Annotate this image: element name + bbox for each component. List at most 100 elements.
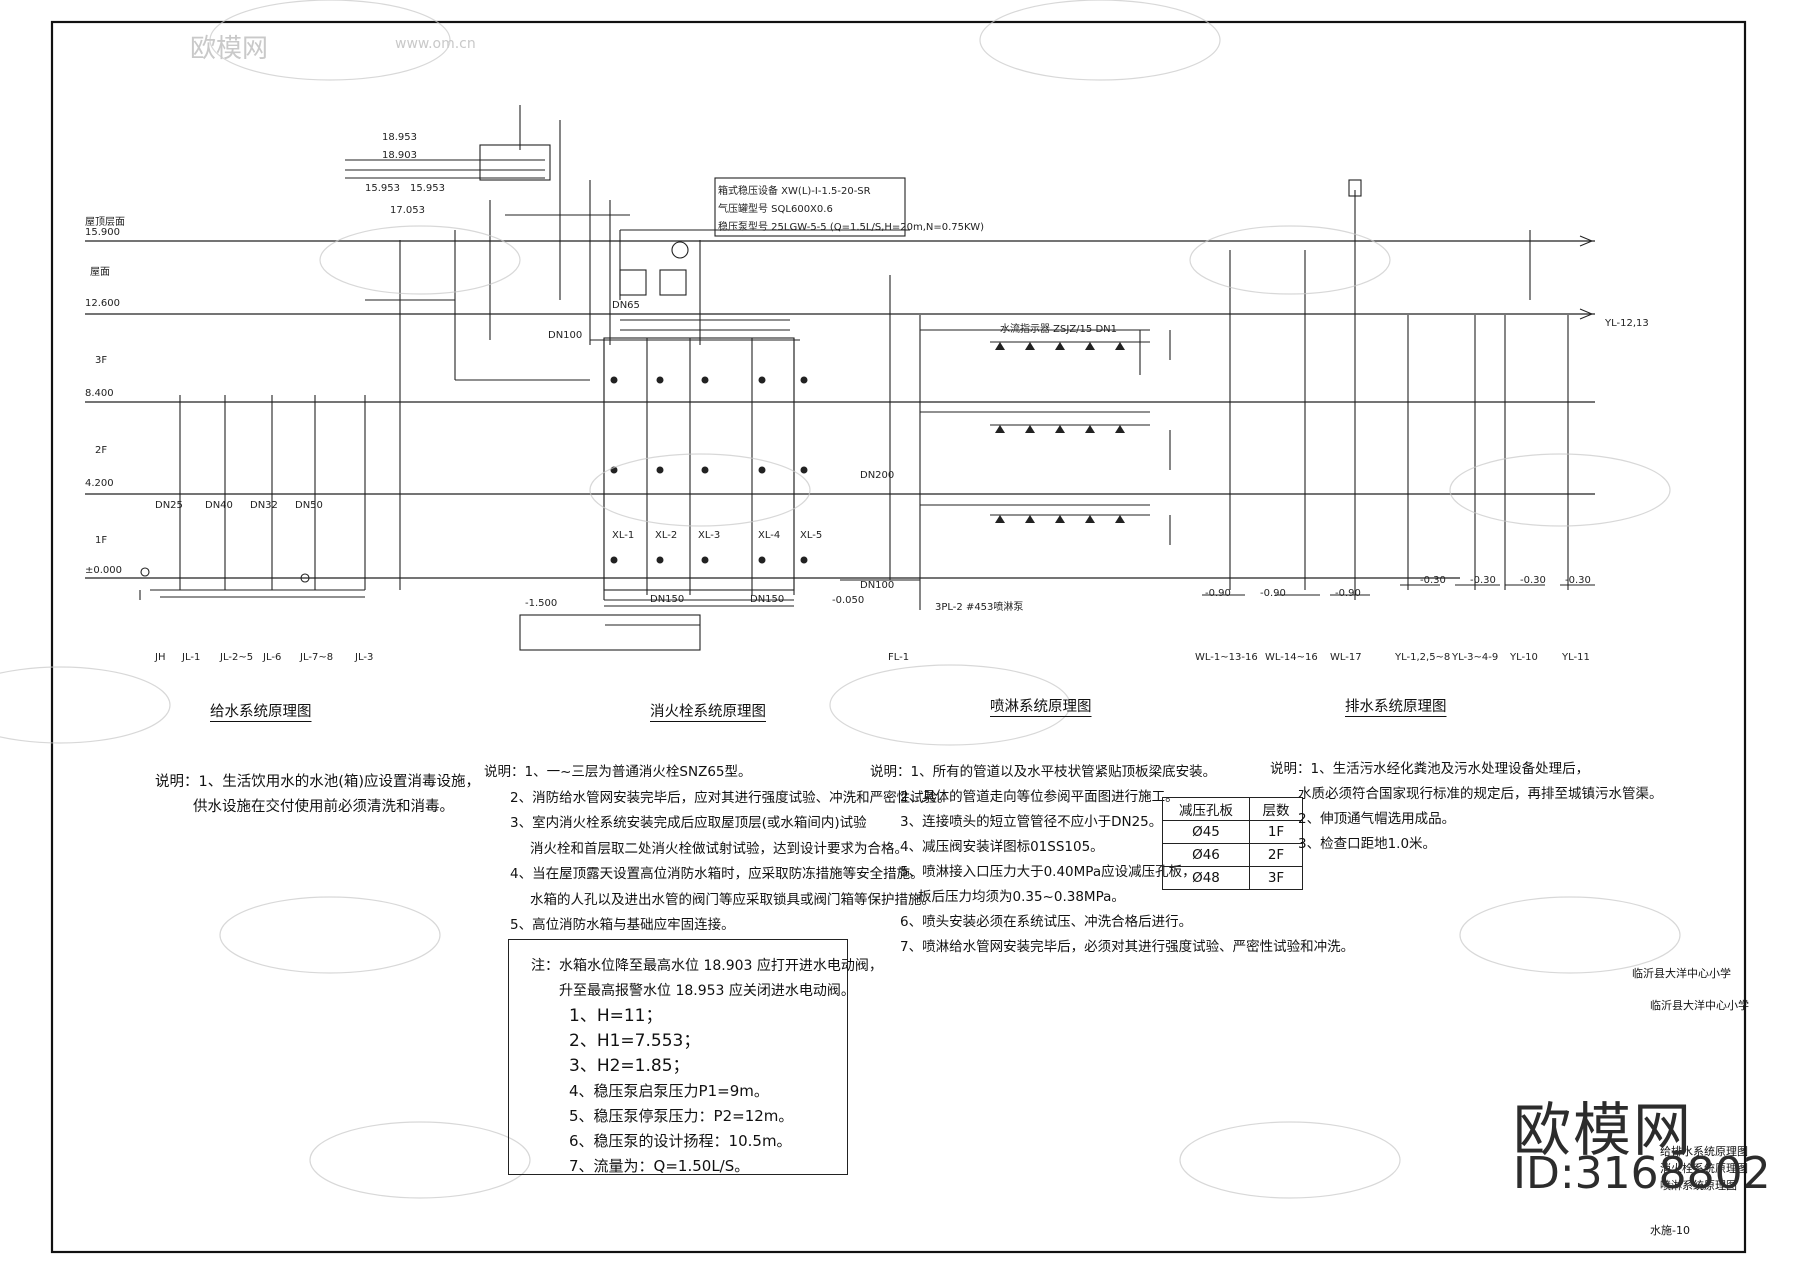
sheet-border [50,20,1747,1254]
pipe-size: DN25 [155,500,183,511]
level-elev-roof-top: 15.900 [85,227,120,238]
riser-label: JL-2~5 [220,652,254,663]
note-line: 供水设施在交付使用前必须清洗和消毒。 [193,799,454,815]
riser-label: FL-1 [888,652,910,663]
water-supply-title: 给水系统原理图 [210,704,312,720]
drainage-title: 排水系统原理图 [1345,699,1447,715]
box-note-line: 5、稳压泵停泵压力：P2=12m。 [569,1107,794,1125]
sprinkler-title: 喷淋系统原理图 [990,699,1092,715]
elev-mark: 15.953 [365,183,400,194]
level-elev-1f: ±0.000 [85,565,123,576]
riser-label: JL-1 [182,652,201,663]
box-note-line: 1、H=11； [569,1006,663,1026]
elev-mark: 18.903 [382,150,417,161]
box-note-line: 6、稳压泵的设计扬程：10.5m。 [569,1132,792,1150]
table-cell: 3F [1249,866,1303,890]
elev-mark: -0.90 [1260,588,1286,599]
note-line: 板后压力均须为0.35~0.38MPa。 [918,889,1125,905]
riser-label: YL-11 [1562,652,1590,663]
stabilizer-note-3: 稳压泵型号 25LGW-5-5 (Q=1.5L/S,H=20m,N=0.75KW… [718,222,985,233]
hydrant-riser-label: XL-5 [800,530,823,541]
hydrant-title: 消火栓系统原理图 [650,704,766,720]
elev-mark: -0.90 [1205,588,1231,599]
box-note-line: 7、流量为：Q=1.50L/S。 [569,1157,750,1175]
note-line: 水箱的人孔以及进出水管的阀门等应采取锁具或阀门箱等保护措施。 [530,891,935,908]
hydrant-riser-label: XL-4 [758,530,781,541]
elev-mark: -1.500 [525,598,558,609]
elev-mark: -0.050 [832,595,865,606]
table-cell: Ø48 [1162,866,1250,890]
level-elev-3f: 8.400 [85,388,114,399]
watermark-logo-text: 欧模网 [1513,1096,1694,1164]
level-lines [85,240,1595,579]
pipe-size: DN32 [250,500,278,511]
pipe-size: DN150 [750,594,785,605]
watermark-brand: 欧模网 [190,34,269,64]
note-line: 5、高位消防水箱与基础应牢固连接。 [510,917,735,933]
watermark-ghosts [0,0,1681,1199]
note-line: 说明：1、一~三层为普通消火栓SNZ65型。 [484,764,752,780]
note-line: 2、伸顶通气帽选用成品。 [1298,811,1456,827]
box-note-line: 2、H1=7.553； [569,1031,701,1051]
elev-mark: -0.90 [1335,588,1361,599]
riser-label: WL-14~16 [1265,652,1318,663]
elev-mark: -0.30 [1565,575,1591,586]
pipe-size: DN65 [612,300,640,311]
spray-label: 3PL-2 #453喷淋泵 [935,602,1024,613]
elev-mark: -0.30 [1470,575,1496,586]
riser-label: JH [155,652,166,663]
level-name-roof: 屋面 [90,267,110,278]
level-name-roof-top: 屋顶层面 [85,217,125,228]
riser-label: JL-6 [263,652,282,663]
title-block-drawing-name: 消火栓系统原理图 [1660,1162,1748,1175]
note-line: 6、喷头安装必须在系统试压、冲洗合格后进行。 [900,914,1193,930]
watermark-url: www.om.cn [395,36,476,52]
drainage-system [1202,179,1595,600]
pipe-size: DN150 [650,594,685,605]
note-line: 2、消防给水管网安装完毕后，应对其进行强度试验、冲洗和严密性试验。 [510,789,951,806]
spray-label: 水流指示器 ZSJZ/15 DN1 [1000,324,1117,335]
water-supply-notes: 说明：1、生活饮用水的水池(箱)应设置消毒设施， 供水设施在交付使用前必须清洗和… [155,770,480,820]
elev-mark: 15.953 [410,183,445,194]
note-line: 4、当在屋顶露天设置高位消防水箱时，应采取防冻措施等安全措施。 [510,866,924,882]
note-line: 3、连接喷头的短立管管径不应小于DN25。 [900,814,1163,830]
box-note-line: 注：水箱水位降至最高水位 18.903 应打开进水电动阀， [531,958,883,974]
pipe-size: DN100 [548,330,583,341]
riser-label: YL-10 [1510,652,1538,663]
water-supply-system [139,105,630,600]
note-line: 说明：1、生活饮用水的水池(箱)应设置消毒设施， [155,774,481,790]
riser-label: YL-1,2,5~8 [1395,652,1451,663]
table-header: 减压孔板 [1162,797,1250,821]
hydrant-notes: 说明：1、一~三层为普通消火栓SNZ65型。 2、消防给水管网安装完毕后，应对其… [484,760,951,939]
watermark-id: ID:3168802 [1513,1148,1771,1199]
hydrant-riser-label: XL-1 [612,530,635,541]
elev-mark: -0.30 [1520,575,1546,586]
title-block-sheet-no: 水施-10 [1650,1224,1690,1237]
pipe-size: DN200 [860,470,895,481]
hydrant-cabinets [610,376,808,564]
pipe-size: DN100 [860,580,895,591]
level-arrows [1579,235,1594,320]
stabilizer-note-2: 气压罐型号 SQL600X0.6 [718,204,833,215]
note-line: 3、室内消火栓系统安装完成后应取屋顶层(或水箱间内)试验 [510,815,867,831]
note-line: 说明：1、所有的管道以及水平枝状管紧贴顶板梁底安装。 [870,764,1217,780]
note-line: 消火栓和首层取二处消火栓做试射试验，达到设计要求为合格。 [530,840,908,857]
pipe-size: DN40 [205,500,233,511]
riser-label: WL-17 [1330,652,1362,663]
riser-label: JL-7~8 [300,652,334,663]
pipe-size: DN50 [295,500,323,511]
title-block-drawing-name: 喷淋系统原理图 [1660,1179,1737,1192]
note-line: 5、喷淋接入口压力大于0.40MPa应设减压孔板， [900,864,1196,880]
riser-label: JL-3 [355,652,374,663]
box-note-line: 3、H2=1.85； [569,1056,690,1076]
elev-mark: 17.053 [390,205,425,216]
level-name-1f: 1F [95,535,108,546]
drainage-notes: 说明：1、生活污水经化粪池及污水处理设备处理后， 水质必须符合国家现行标准的规定… [1270,757,1663,857]
note-line: 7、喷淋给水管网安装完毕后，必须对其进行强度试验、严密性试验和冲洗。 [900,939,1355,955]
yl-label: YL-12,13 [1605,318,1649,329]
note-line: 3、检查口距地1.0米。 [1298,836,1437,852]
box-note-line: 4、稳压泵启泵压力P1=9m。 [569,1082,769,1100]
riser-label: YL-3~4-9 [1452,652,1499,663]
table-cell: 2F [1249,843,1303,867]
